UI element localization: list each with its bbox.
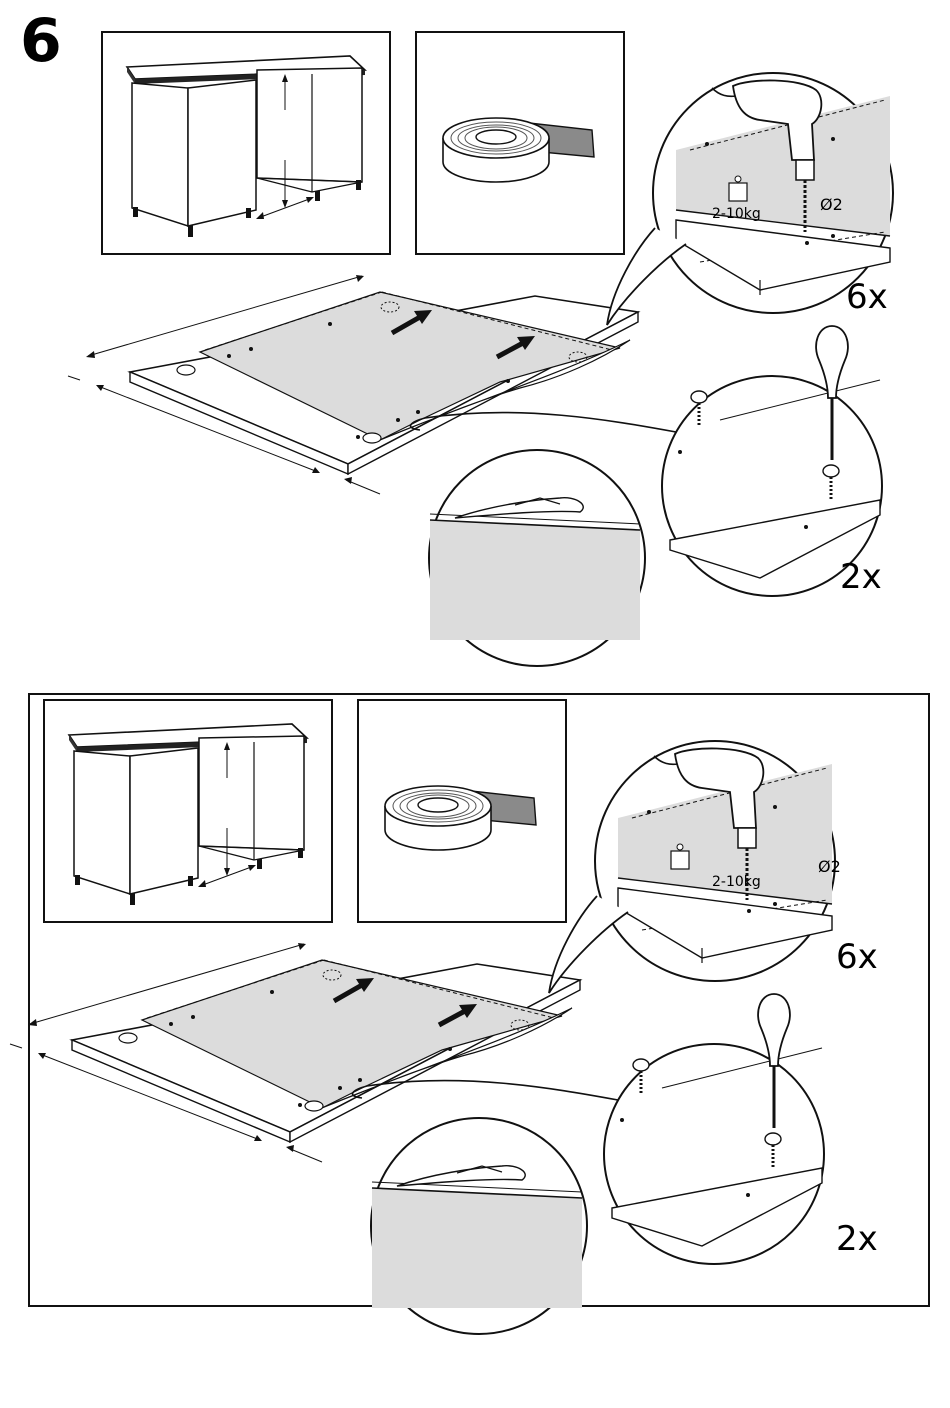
drill-quantity: 6x [836, 937, 878, 977]
weight-label: 2-10kg [712, 206, 761, 222]
drill-quantity: 6x [846, 277, 888, 317]
instruction-panel [68, 32, 893, 666]
instruction-panel [10, 694, 929, 1334]
drill-bit-label: Ø2 [820, 195, 843, 214]
screw-quantity: 2x [836, 1219, 878, 1259]
drill-bit-label: Ø2 [818, 857, 841, 876]
weight-label: 2-10kg [712, 874, 761, 890]
screw-quantity: 2x [840, 557, 882, 597]
